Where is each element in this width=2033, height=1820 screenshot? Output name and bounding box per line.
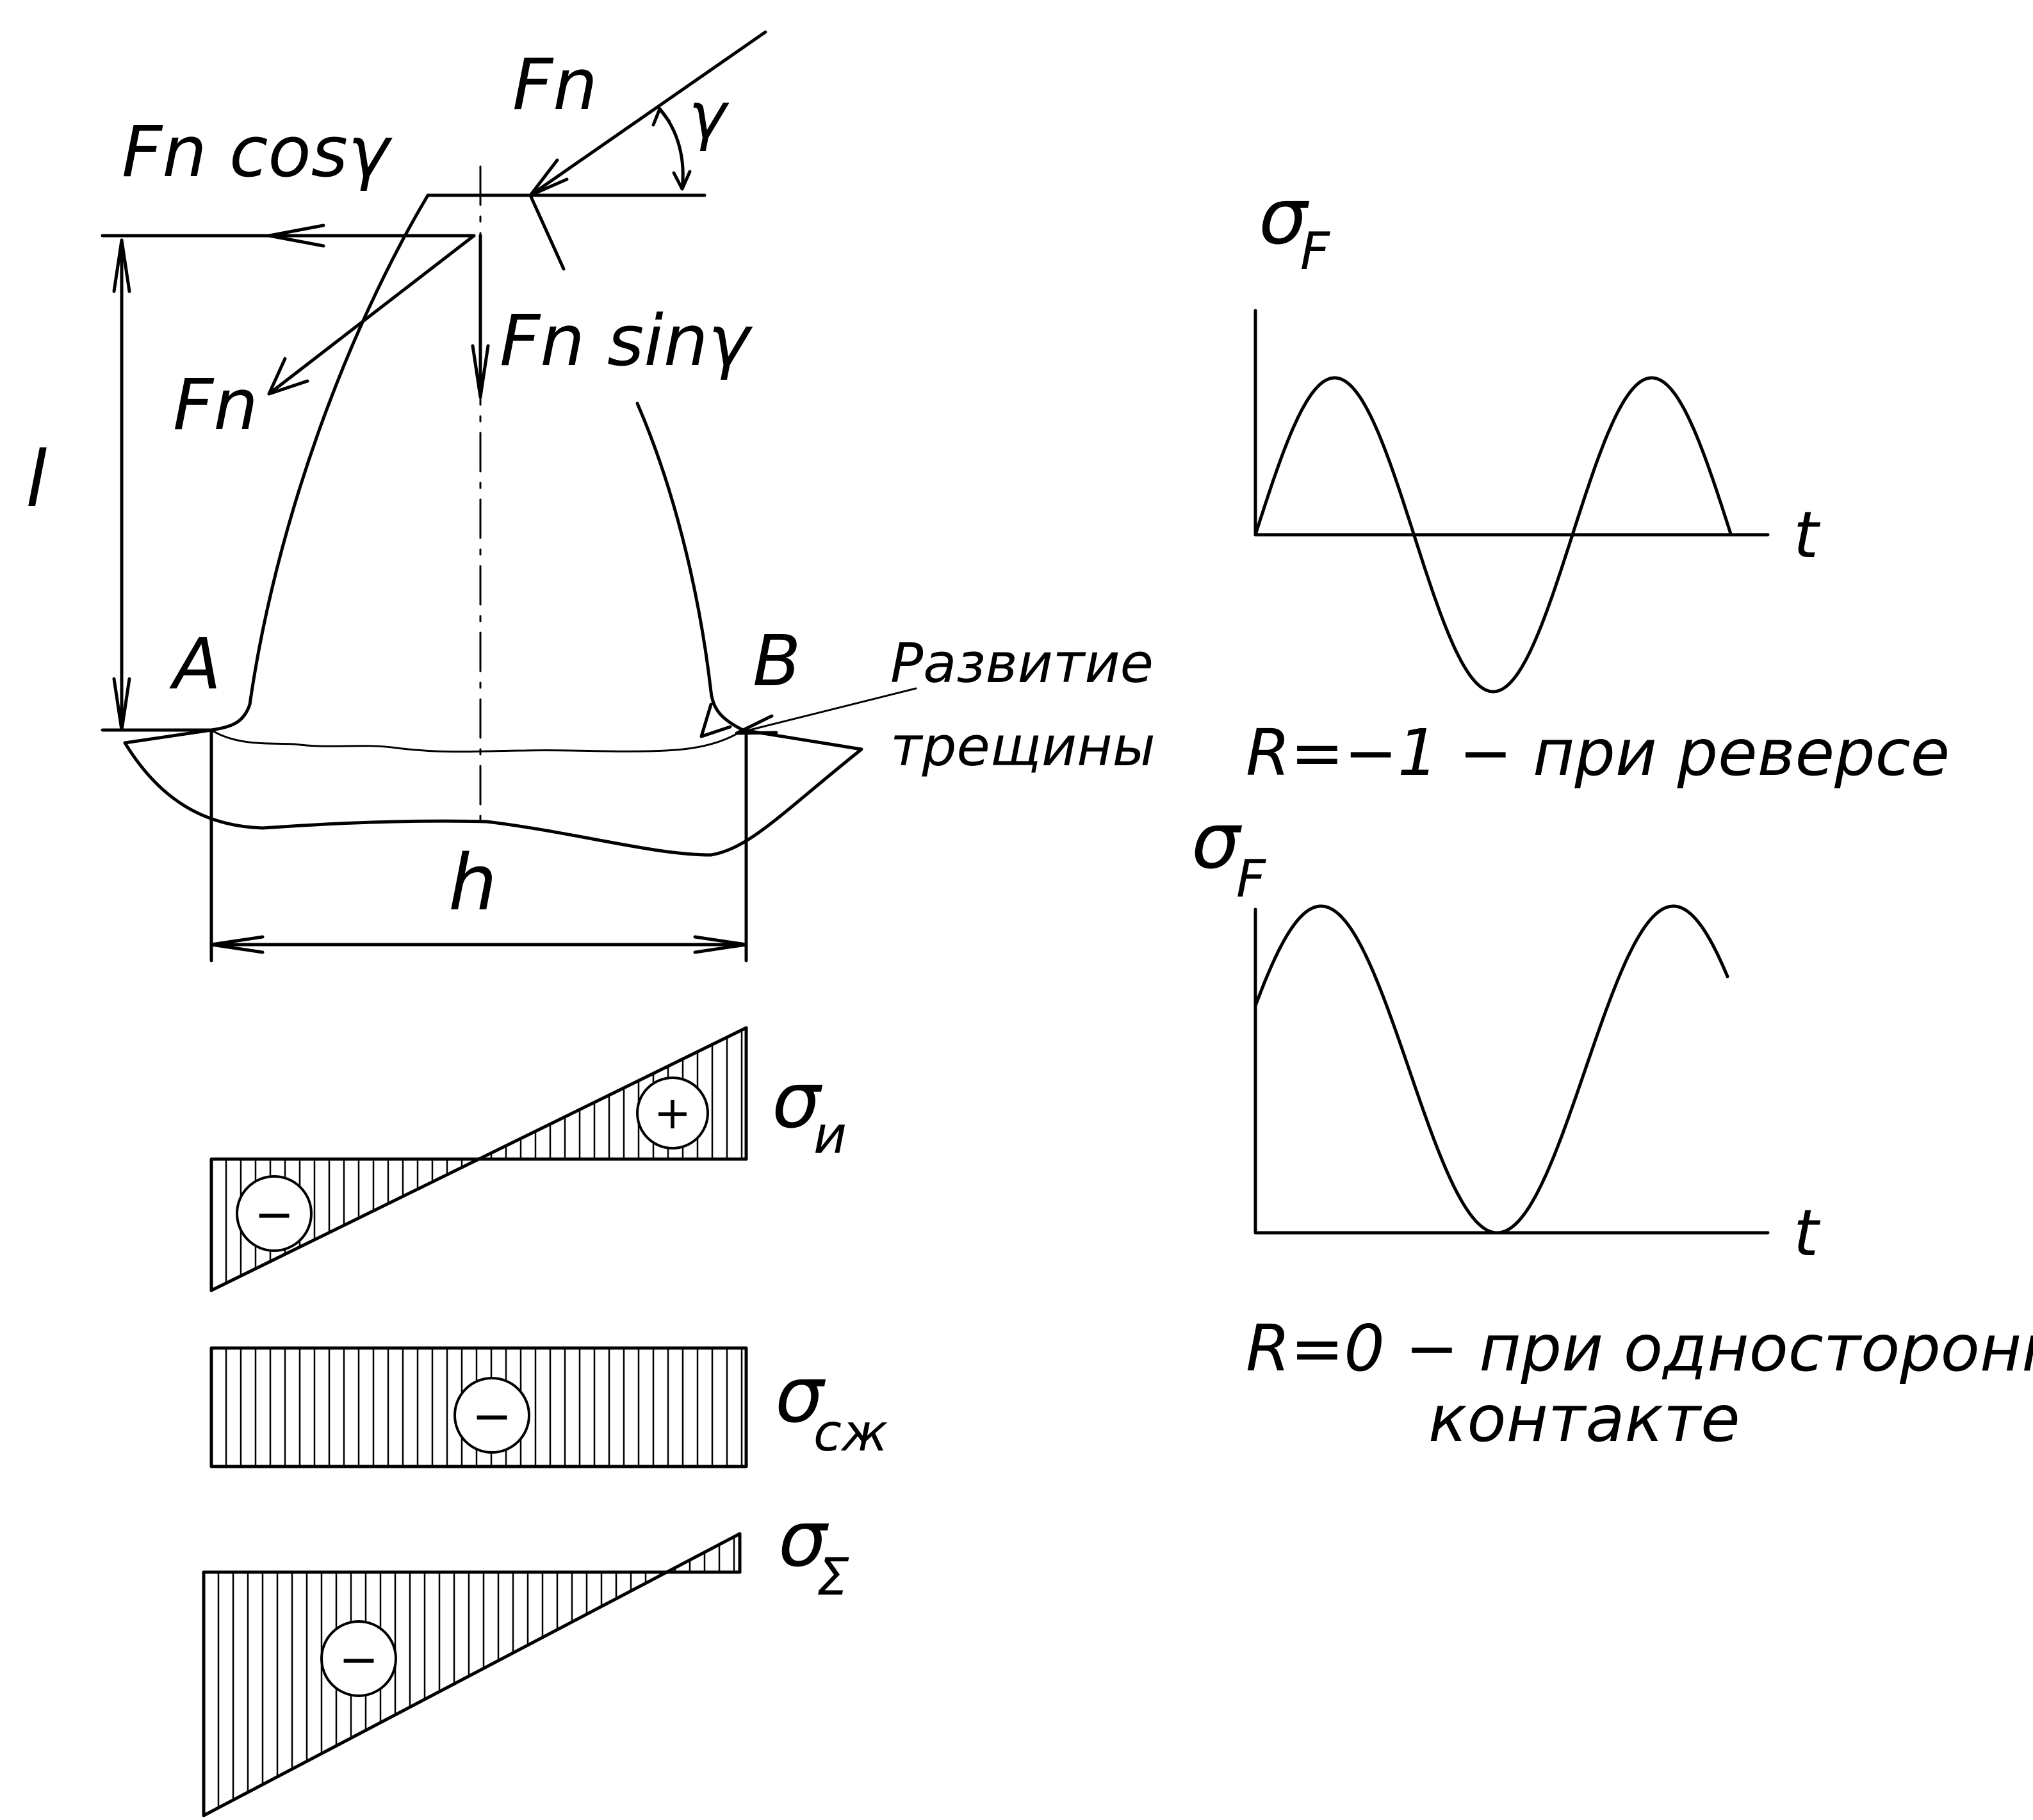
graph-top-caption: R=−1 − при реверсе: [1246, 715, 1950, 790]
force-vectors: [101, 30, 767, 399]
fn-arrowhead: [528, 158, 569, 197]
total-diagonal: [202, 1532, 742, 1817]
tooth-right-upper-profile: [528, 193, 566, 271]
graph-one-sided: σ F t R=0 − при одностороннем контакте: [1191, 797, 2033, 1456]
dim-h-arrow-right: [693, 935, 748, 954]
total-negative-sign: −: [339, 1631, 379, 1687]
dim-l-arrow-top: [112, 238, 131, 293]
tooth-labels: Fn Fn cosγ Fn Fn sinγ γ l A B h Развитие…: [26, 44, 1155, 928]
fn-transferred-label: Fn: [173, 364, 258, 446]
tooth-right-profile: [635, 402, 745, 732]
gear-tooth: [123, 165, 863, 857]
bending-negative-marker: [236, 1175, 313, 1252]
crack-label-line2: трещины: [890, 715, 1155, 779]
total-stress-label: σ: [778, 1495, 829, 1584]
graph-bottom-y-sub: F: [1236, 849, 1266, 909]
tooth-break-line: [210, 729, 744, 753]
bending-positive-sign: +: [654, 1087, 692, 1139]
angle-arc-arrowhead: [651, 107, 671, 127]
width-label: h: [448, 839, 497, 928]
dimensions: [101, 238, 917, 963]
graph-bottom-caption-line2: контакте: [1428, 1381, 1740, 1456]
crack-label-line1: Развитие: [890, 632, 1154, 695]
fn-sin-label: Fn sinγ: [500, 300, 753, 382]
bending-stress-label: σ: [772, 1057, 823, 1146]
length-label: l: [26, 435, 47, 524]
fn-transferred-line: [267, 234, 476, 396]
graph-top-x-label: t: [1793, 498, 1821, 573]
fn-cos-arrowhead: [267, 223, 325, 248]
tooth-rim-section: [123, 728, 863, 857]
angle-label: γ: [689, 78, 730, 153]
bending-stress-sub: и: [813, 1105, 847, 1165]
graph-bottom-x-label: t: [1793, 1196, 1821, 1271]
angle-arc-arrowhead-lower: [672, 170, 692, 191]
point-a-label: A: [169, 623, 221, 705]
bending-negative-sign: −: [254, 1186, 295, 1242]
compression-rect: [209, 1346, 748, 1468]
dim-h-arrow-left: [209, 935, 265, 954]
total-hatch: [217, 1536, 735, 1808]
total-stress-diagram: − σ Σ: [202, 1495, 849, 1817]
angle-arc: [658, 107, 685, 191]
graph-top-y-label: σ: [1259, 173, 1310, 262]
compression-negative-sign: −: [472, 1388, 512, 1444]
crack-leader-line: [735, 687, 917, 735]
compression-hatch: [225, 1348, 743, 1467]
compression-stress-diagram: − σ сж: [209, 1346, 888, 1468]
fn-applied-label: Fn: [512, 44, 598, 126]
fn-line: [528, 30, 767, 197]
tooth-left-profile: [209, 193, 430, 732]
fn-transferred-arrowhead: [267, 357, 309, 396]
compression-stress-label: σ: [775, 1351, 826, 1440]
compression-stress-sub: сж: [813, 1403, 888, 1463]
bending-positive-marker: [636, 1077, 709, 1150]
total-negative-marker: [320, 1620, 397, 1697]
compression-negative-marker: [453, 1377, 530, 1454]
graph-reverse: σ F t R=−1 − при реверсе: [1246, 173, 1950, 790]
graph-bottom-curve: [1253, 904, 1729, 1235]
crack-wedge: [699, 703, 732, 738]
graph-bottom-caption-line1: R=0 − при одностороннем: [1246, 1311, 2033, 1386]
fn-cos-label: Fn cosγ: [122, 111, 393, 193]
graph-bottom-y-label: σ: [1191, 797, 1243, 886]
fn-sin-arrowhead: [471, 344, 490, 399]
crack-leader-arrowhead: [735, 714, 778, 735]
bending-diagonal: [209, 1026, 748, 1292]
point-b-label: B: [753, 620, 801, 702]
bending-stress-diagram: − + σ и: [209, 1026, 847, 1292]
graph-top-y-sub: F: [1300, 222, 1330, 281]
graph-top-curve: [1253, 376, 1733, 694]
total-stress-sub: Σ: [817, 1547, 849, 1607]
